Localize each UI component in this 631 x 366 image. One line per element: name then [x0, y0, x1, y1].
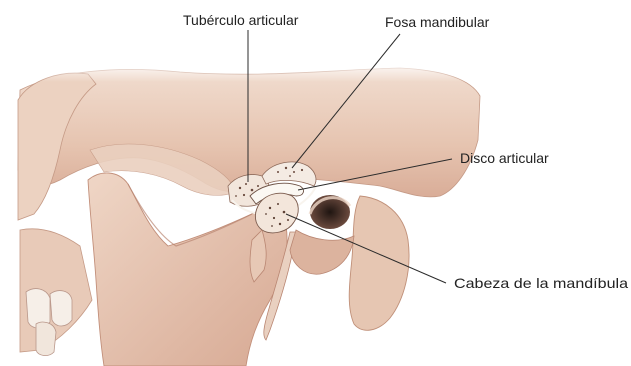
label-mandibular-fossa: Fosa mandibular: [385, 14, 490, 30]
tympanic-plate: [290, 230, 354, 274]
label-mandible-head: Cabeza de la mandíbula: [454, 275, 628, 291]
label-articular-disc: Disco articular: [460, 150, 549, 166]
label-articular-tubercle: Tubérculo articular: [183, 12, 299, 28]
